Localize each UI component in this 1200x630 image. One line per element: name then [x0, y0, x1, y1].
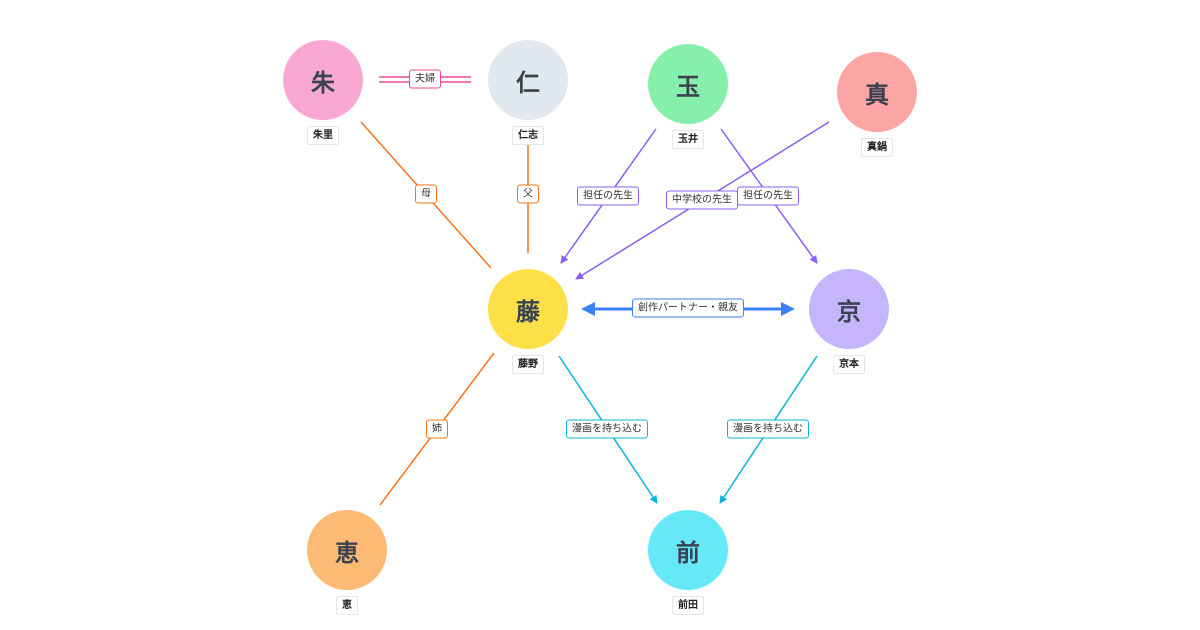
edge-middle-school-label: 中学校の先生	[666, 190, 738, 210]
node-jin: 仁	[488, 40, 568, 120]
node-kyo-glyph: 京	[837, 297, 861, 326]
edge-spouses-label: 夫婦	[409, 69, 441, 89]
node-ma: 真	[837, 52, 917, 132]
node-jin-glyph: 仁	[516, 68, 540, 97]
node-fuji: 藤	[488, 269, 568, 349]
node-kyo-label: 京本	[833, 355, 865, 374]
node-fuji-label: 藤野	[512, 355, 544, 374]
node-akari-glyph: 朱	[311, 68, 335, 97]
node-megumi-label: 恵	[336, 596, 358, 615]
node-fuji-glyph: 藤	[516, 297, 540, 326]
edge-manga-fuji-label: 漫画を持ち込む	[566, 419, 648, 439]
edge-mother-label: 母	[415, 184, 437, 204]
node-jin-label: 仁志	[512, 126, 544, 145]
node-ma-label: 真鍋	[861, 138, 893, 157]
node-akari: 朱	[283, 40, 363, 120]
node-tama-label: 玉井	[672, 130, 704, 149]
edge-teacher-kyo-label: 担任の先生	[737, 186, 799, 206]
node-tama: 玉	[648, 44, 728, 124]
node-kyo: 京	[809, 269, 889, 349]
node-megumi: 恵	[307, 510, 387, 590]
node-akari-label: 朱里	[307, 126, 339, 145]
edge-sister-label: 姉	[426, 419, 448, 439]
node-megumi-glyph: 恵	[335, 538, 359, 567]
edge-father-label: 父	[517, 184, 539, 204]
node-mae-label: 前田	[672, 596, 704, 615]
edge-teacher-fuji-label: 担任の先生	[577, 186, 639, 206]
edge-manga-kyo-label: 漫画を持ち込む	[727, 419, 809, 439]
node-tama-glyph: 玉	[676, 72, 700, 101]
node-mae: 前	[648, 510, 728, 590]
node-mae-glyph: 前	[676, 538, 700, 567]
edge-partner-label: 創作パートナー・親友	[632, 298, 744, 318]
node-ma-glyph: 真	[865, 80, 889, 109]
